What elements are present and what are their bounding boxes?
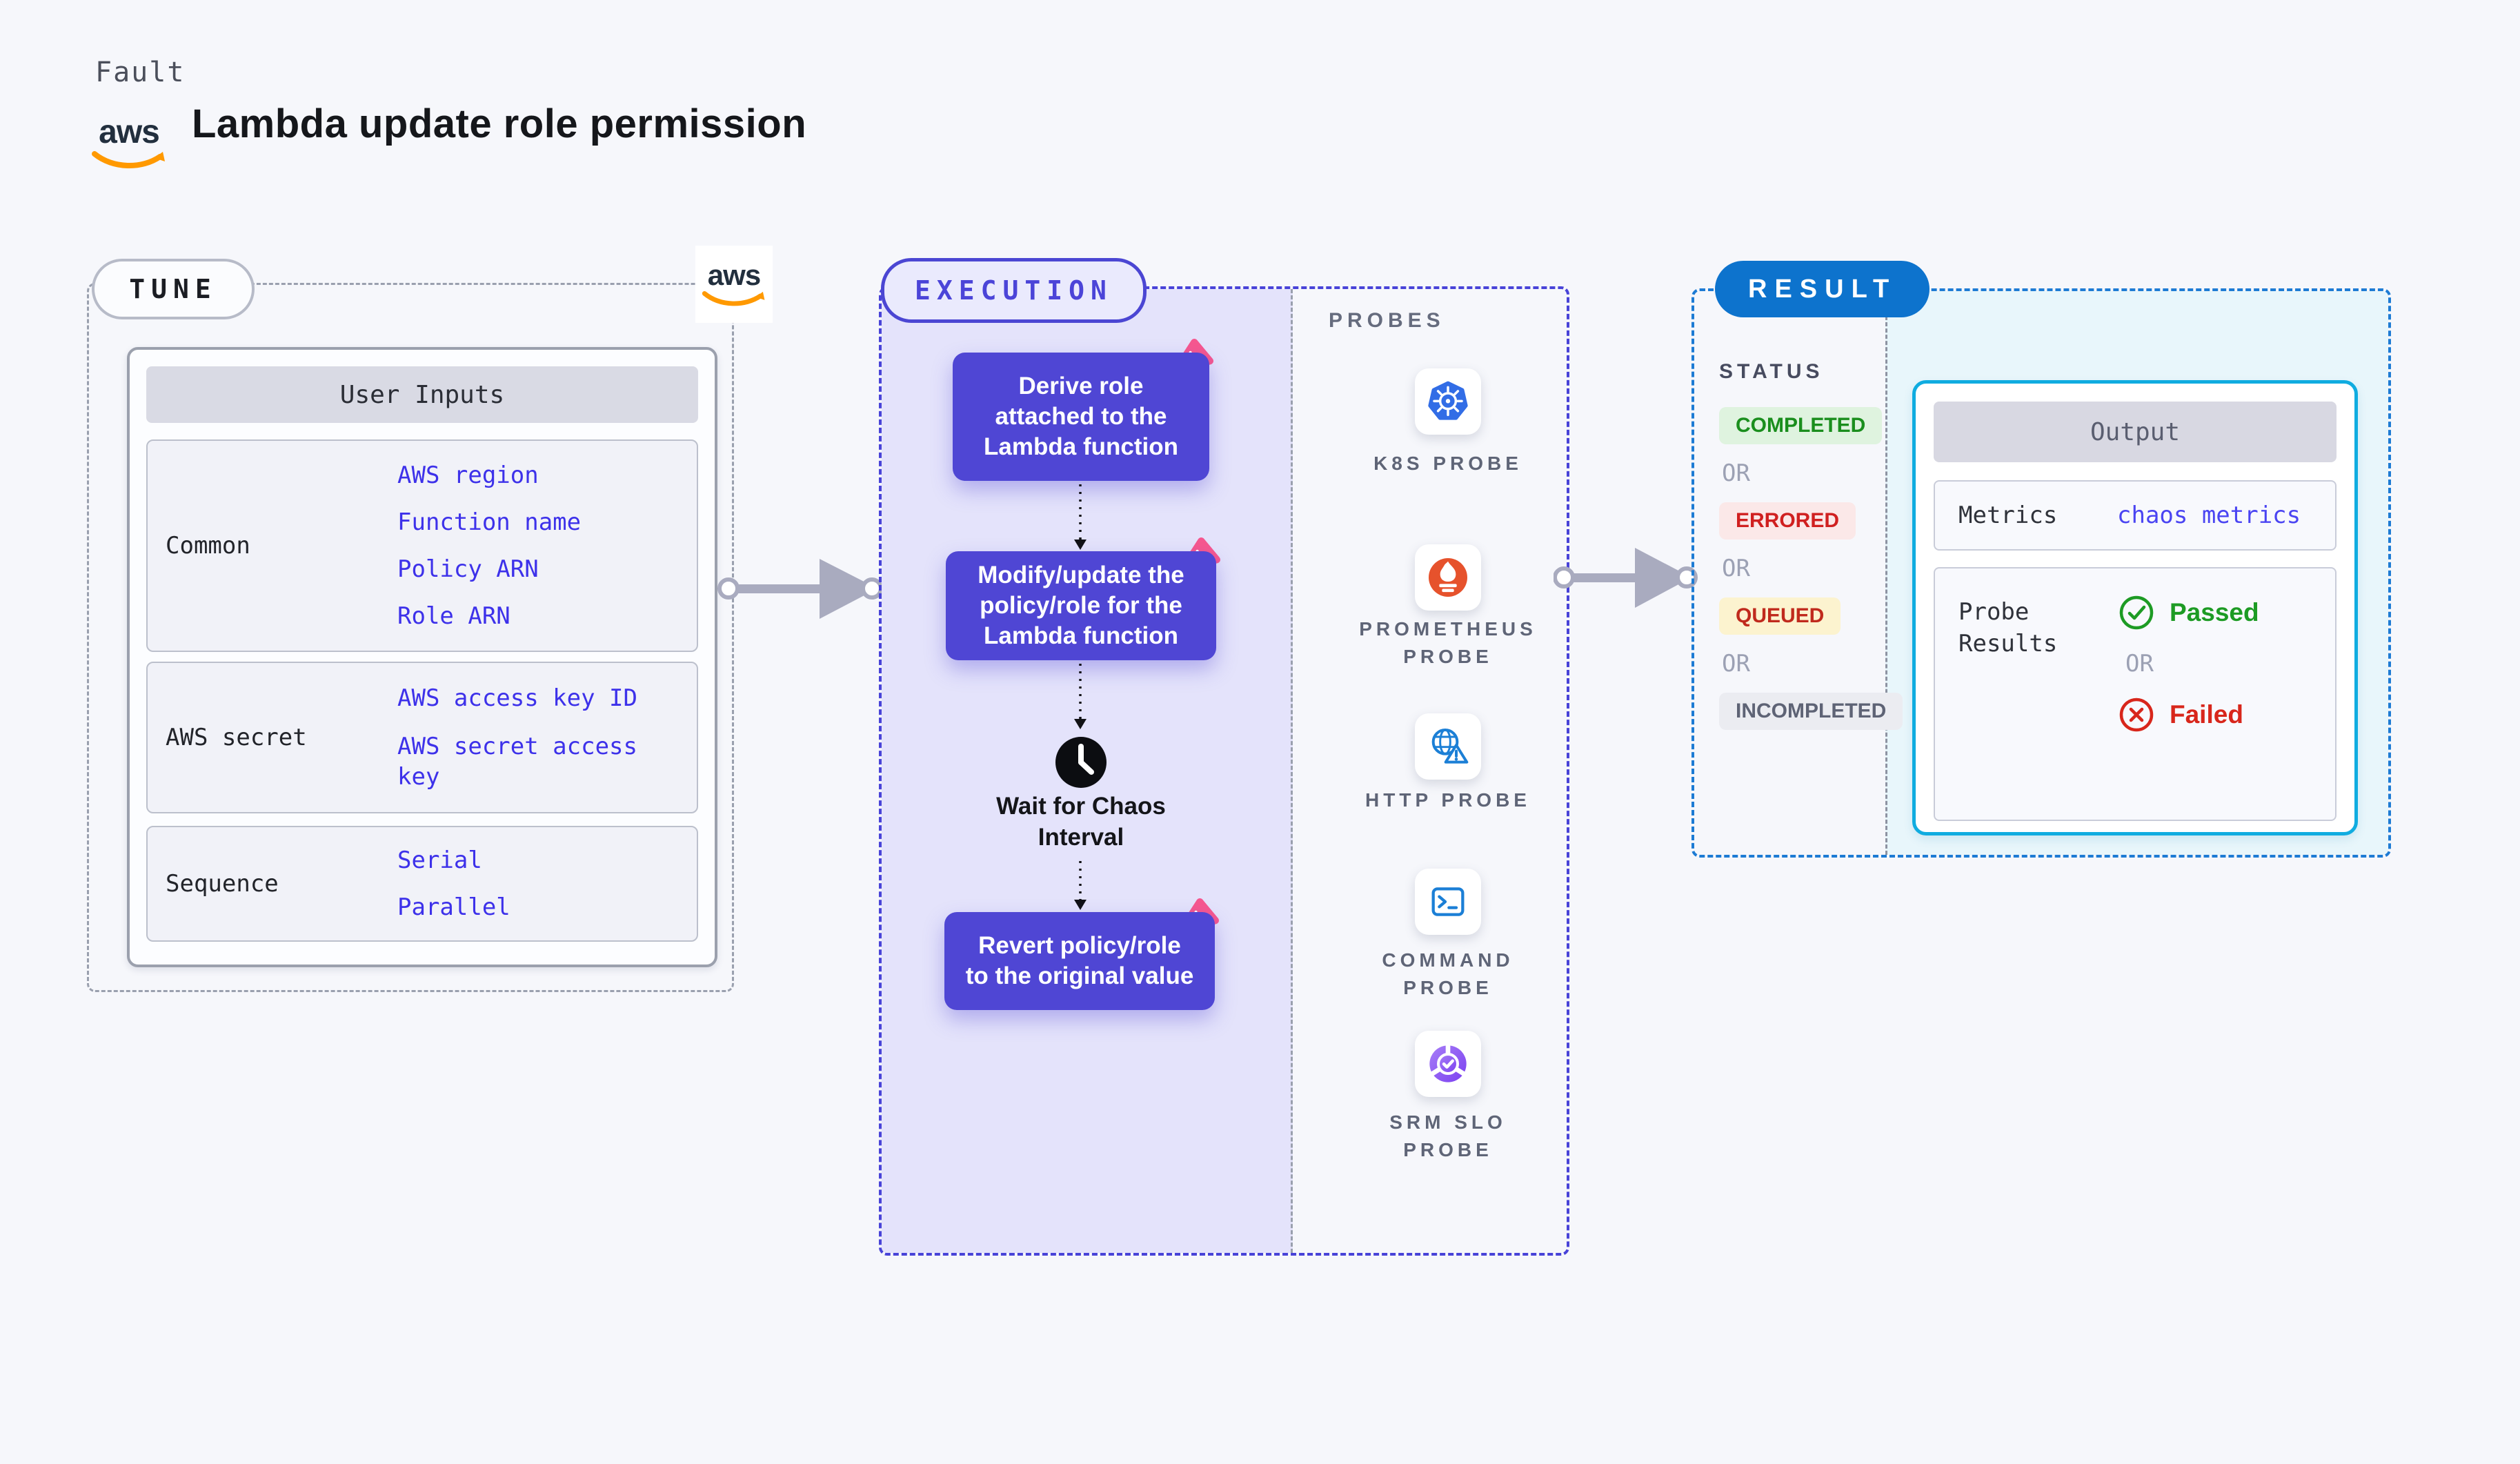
flow-arrow-icon (717, 559, 883, 619)
aws-logo: aws (88, 116, 170, 171)
probe-label-command: COMMAND PROBE (1382, 949, 1514, 998)
table-row-aws-secret: AWS secret AWS access key ID AWS secret … (146, 662, 698, 813)
execution-badge-label: EXECUTION (915, 275, 1113, 306)
probe-label-prometheus: PROMETHEUS PROBE (1359, 618, 1537, 667)
row-value: AWS secret access key (397, 733, 637, 791)
probe-card-k8s (1415, 368, 1481, 435)
row-value: Function name (397, 508, 582, 536)
aws-smile-icon (702, 290, 765, 306)
user-inputs-header: User Inputs (146, 366, 698, 423)
status-badge-errored: ERRORED (1719, 502, 1856, 540)
flow-arrow-icon (1554, 548, 1698, 608)
failed-label: Failed (2170, 700, 2243, 729)
prometheus-icon (1429, 558, 1467, 597)
probe-label-k8s: K8S PROBE (1373, 453, 1522, 474)
aws-smile-icon (92, 151, 165, 169)
row-value: Parallel (397, 893, 510, 921)
tune-section (87, 283, 734, 992)
probe-card-prometheus (1415, 544, 1481, 611)
table-row-sequence: Sequence Serial Parallel (146, 826, 698, 942)
probe-label-http: HTTP PROBE (1365, 789, 1531, 811)
probe-results-label: Probe Results (1958, 598, 2058, 657)
row-label: AWS secret (166, 724, 307, 751)
step-revert-policy: Revert policy/role to the original value (944, 912, 1215, 1010)
page-title: Lambda update role permission (192, 101, 807, 146)
status-badge-incompleted: INCOMPLETED (1719, 693, 1903, 730)
result-badge-label: RESULT (1748, 274, 1897, 304)
probe-card-command (1415, 869, 1481, 935)
row-value: AWS region (397, 462, 539, 489)
or-separator: OR (1722, 459, 1750, 487)
result-badge: RESULT (1715, 261, 1930, 317)
connector-arrow-icon (1074, 484, 1087, 550)
or-separator: OR (1722, 555, 1750, 582)
failed-x-icon (2119, 698, 2154, 732)
connector-arrow-icon (1074, 861, 1087, 910)
probes-title: PROBES (1329, 309, 1445, 332)
table-row-common: Common AWS region Function name Policy A… (146, 439, 698, 652)
metrics-row: Metrics chaos metrics (1934, 480, 2337, 551)
connector-arrow-icon (1074, 664, 1087, 729)
row-value: Role ARN (397, 602, 510, 630)
passed-label: Passed (2170, 598, 2259, 626)
step-modify-policy: Modify/update the policy/role for the La… (946, 551, 1216, 660)
http-icon (1431, 729, 1469, 764)
wait-chaos-interval-label: Wait for Chaos Interval (996, 793, 1166, 851)
output-card: Output Metrics chaos metrics Probe Resul… (1912, 380, 2358, 835)
step-derive-role: Derive role attached to the Lambda funct… (953, 353, 1209, 481)
row-value: Policy ARN (397, 555, 539, 583)
metrics-label: Metrics (1958, 502, 2058, 529)
fault-kicker: Fault (95, 57, 186, 88)
metrics-value: chaos metrics (2117, 502, 2301, 529)
user-inputs-card: User Inputs Common AWS region Function n… (127, 347, 717, 967)
clock-icon (1055, 737, 1107, 788)
command-icon (1431, 887, 1465, 916)
execution-badge: EXECUTION (881, 258, 1147, 323)
row-value: AWS access key ID (397, 684, 637, 712)
tune-aws-logo-text: aws (707, 258, 761, 291)
status-badge-completed: COMPLETED (1719, 407, 1883, 444)
probe-card-srm-slo (1415, 1031, 1481, 1097)
status-badge-queued: QUEUED (1719, 597, 1841, 635)
probe-label-srm-slo: SRM SLO PROBE (1389, 1111, 1507, 1160)
status-title: STATUS (1719, 360, 1824, 383)
row-label: Common (166, 532, 250, 560)
k8s-icon (1428, 381, 1468, 420)
or-separator: OR (1722, 650, 1750, 677)
probe-results-row: Probe Results Passed OR Faile (1934, 567, 2337, 821)
srm-slo-icon (1429, 1043, 1467, 1082)
row-value: Serial (397, 847, 482, 874)
passed-check-icon (2119, 595, 2154, 630)
tune-badge: TUNE (92, 259, 255, 319)
tune-badge-label: TUNE (129, 274, 217, 304)
or-separator: OR (2125, 650, 2154, 677)
output-header: Output (1934, 402, 2337, 462)
status-column: STATUS COMPLETED OR ERRORED OR QUEUED OR… (1719, 360, 1903, 730)
aws-logo-text: aws (99, 114, 160, 150)
tune-aws-logo: aws (695, 246, 773, 323)
row-label: Sequence (166, 870, 279, 898)
probe-card-http (1415, 713, 1481, 780)
